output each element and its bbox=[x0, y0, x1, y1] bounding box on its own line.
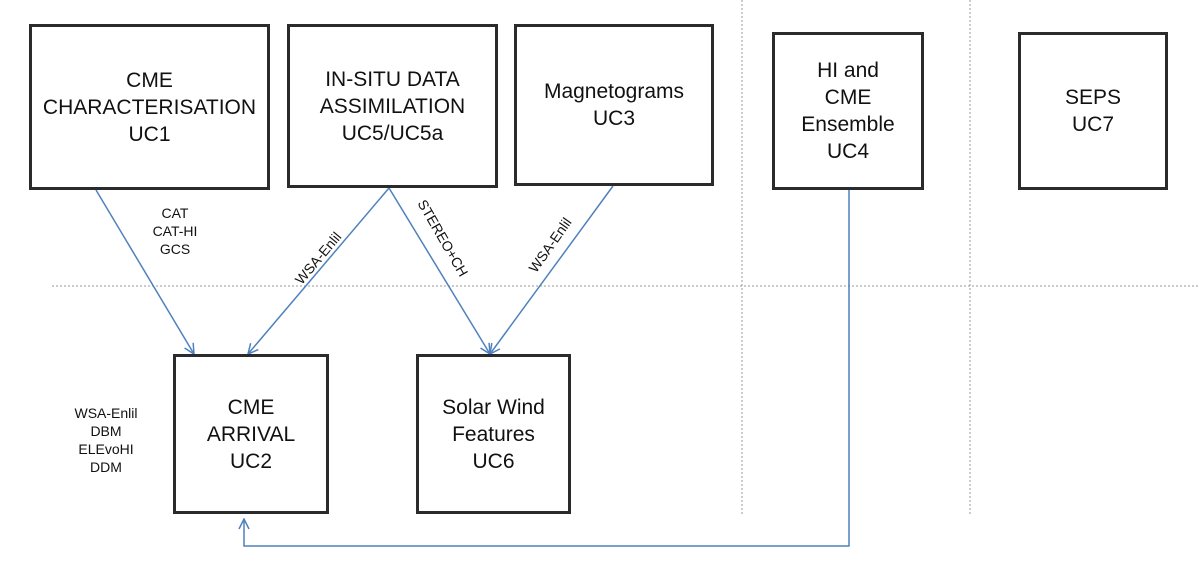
box-uc7-line: UC7 bbox=[1071, 113, 1114, 136]
box-uc2-line: UC2 bbox=[229, 449, 272, 473]
box-uc6-line: Solar Wind bbox=[442, 395, 545, 419]
box-uc1-line: CME bbox=[126, 68, 173, 92]
box-uc6-solar-wind-features: Solar Wind Features UC6 bbox=[416, 354, 571, 514]
edge-label-line: CAT bbox=[161, 205, 189, 221]
box-uc3-line: Magnetograms bbox=[543, 80, 685, 103]
edge-label-line: GCS bbox=[159, 241, 191, 257]
box-uc3-line: UC3 bbox=[592, 107, 635, 130]
box-uc6-line: UC6 bbox=[472, 449, 515, 473]
side-label-line: WSA-Enlil bbox=[74, 405, 138, 421]
side-label-line: ELEvoHI bbox=[78, 441, 134, 457]
box-uc2-line: ARRIVAL bbox=[206, 422, 296, 446]
box-uc6-line: Features bbox=[452, 422, 535, 446]
box-uc4-line: UC4 bbox=[826, 140, 869, 163]
side-label-line: DBM bbox=[90, 423, 122, 439]
box-uc7-line: SEPS bbox=[1064, 86, 1122, 109]
box-uc4-hi-cme-ensemble: HI and CME Ensemble UC4 bbox=[772, 32, 924, 190]
side-label-line: DDM bbox=[90, 459, 122, 475]
box-uc3-magnetograms: Magnetograms UC3 bbox=[514, 24, 714, 186]
side-label-uc2-models: WSA-Enlil DBM ELEvoHI DDM bbox=[56, 404, 156, 476]
edge-label-line: CAT-HI bbox=[152, 223, 198, 239]
box-uc5-line: UC5/UC5a bbox=[341, 121, 444, 145]
arrow-uc1-to-uc2 bbox=[95, 189, 194, 354]
box-uc4-line: CME bbox=[824, 86, 872, 109]
arrow-uc5-to-uc2 bbox=[248, 187, 390, 354]
box-uc1-line: UC1 bbox=[128, 122, 171, 146]
box-uc7-seps: SEPS UC7 bbox=[1018, 32, 1168, 190]
box-uc5-in-situ-data-assimilation: IN-SITU DATA ASSIMILATION UC5/UC5a bbox=[287, 24, 498, 188]
edge-label-uc1-to-uc2: CAT CAT-HI GCS bbox=[140, 204, 210, 258]
box-uc1-cme-characterisation: CME CHARACTERISATION UC1 bbox=[29, 24, 270, 190]
box-uc4-line: Ensemble bbox=[801, 113, 895, 136]
box-uc5-line: ASSIMILATION bbox=[319, 94, 466, 118]
box-uc4-line: HI and bbox=[817, 59, 879, 82]
box-uc2-line: CME bbox=[227, 395, 275, 419]
box-uc1-line: CHARACTERISATION bbox=[42, 95, 257, 119]
arrow-uc5-to-uc6 bbox=[388, 187, 490, 354]
arrow-uc3-to-uc6 bbox=[490, 185, 614, 354]
box-uc2-cme-arrival: CME ARRIVAL UC2 bbox=[173, 354, 329, 514]
arrow-uc4-to-uc2 bbox=[244, 190, 850, 547]
box-uc5-line: IN-SITU DATA bbox=[325, 67, 460, 91]
